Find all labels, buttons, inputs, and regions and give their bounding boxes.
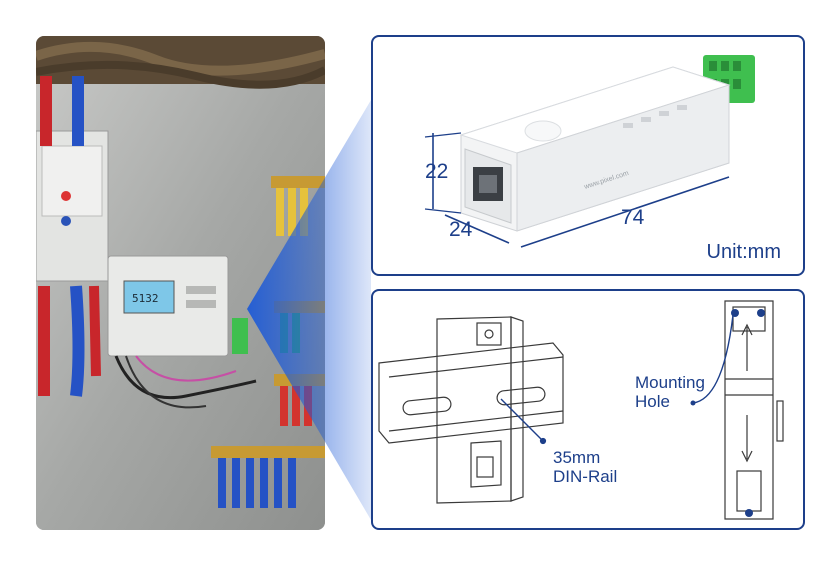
terminal-block-icon xyxy=(232,318,248,354)
ethernet-port-icon xyxy=(464,148,512,224)
din-rail-icon xyxy=(378,300,784,520)
mounting-panel: Mounting Hole 35mm DIN-Rail xyxy=(371,289,805,530)
cabinet-photo-illustration: 5132 xyxy=(36,36,325,530)
meter-display: 5132 xyxy=(132,292,159,305)
mounting-hole-label: Mounting Hole xyxy=(635,373,705,411)
din-rail-label: 35mm DIN-Rail xyxy=(553,448,618,486)
din-rail-mounting-drawing xyxy=(378,300,784,520)
dimension-width: 24 xyxy=(449,218,473,241)
mounting-hole-icon xyxy=(731,309,765,517)
dimension-length: 74 xyxy=(621,206,645,229)
led-indicator-icon xyxy=(677,105,687,110)
arrow-icon xyxy=(692,314,734,404)
led-indicator-icon xyxy=(623,123,633,128)
led-indicator-icon xyxy=(641,117,651,122)
dimensions-panel: www.pixel.com 22 24 74 Unit:mm xyxy=(371,35,805,276)
installation-photo: 5132 xyxy=(36,36,325,530)
led-indicator-icon xyxy=(659,111,669,116)
dimension-height: 22 xyxy=(425,160,449,183)
device-dimension-drawing: www.pixel.com xyxy=(424,55,755,248)
unit-label: Unit:mm xyxy=(706,241,781,263)
